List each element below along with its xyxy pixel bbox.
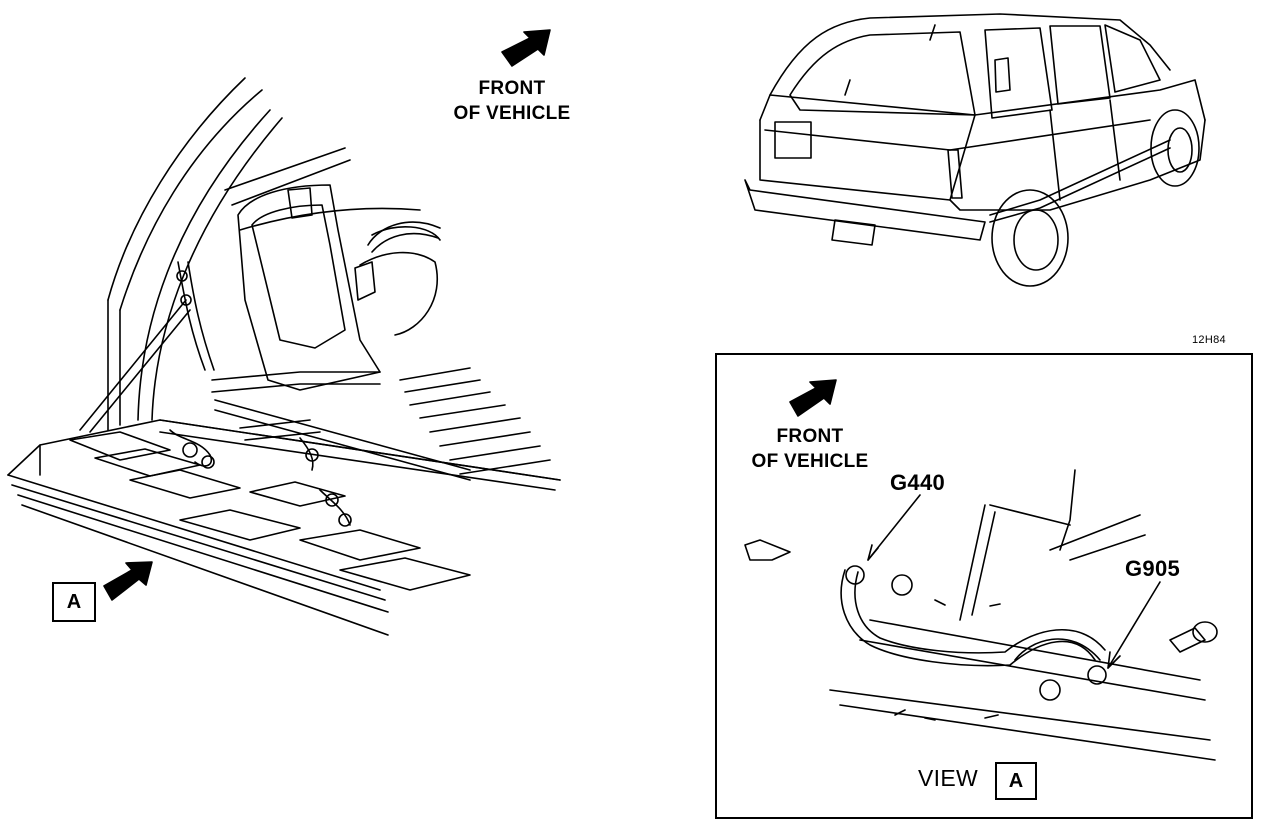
- view-a-arrow: [103, 561, 153, 601]
- ground-bolt: [1169, 627, 1206, 653]
- view-word: VIEW: [918, 765, 978, 791]
- cargo-area-drawing: [7, 77, 561, 636]
- ground-g440-label: G440: [890, 470, 946, 495]
- front-of-vehicle-label-main: FRONT OF VEHICLE: [440, 76, 584, 126]
- front-label-inset-line1: FRONT: [776, 426, 844, 447]
- view-a-caption-letter: A: [1008, 770, 1024, 792]
- figure-code: 12H84: [1192, 334, 1226, 346]
- view-a-caption-box: A: [995, 762, 1037, 800]
- retainer-clip: [744, 539, 791, 561]
- view-a-callout-letter: A: [66, 591, 82, 613]
- view-a-caption: VIEW: [918, 765, 978, 792]
- g905-leader: [1107, 581, 1161, 669]
- inset-drawing: [744, 379, 1218, 761]
- ground-g905-label: G905: [1125, 556, 1181, 581]
- front-label-inset-line2: OF VEHICLE: [751, 451, 869, 472]
- vehicle-drawing: [744, 13, 1206, 287]
- g440-terminal: [845, 565, 865, 585]
- front-label-line1: FRONT: [478, 78, 546, 99]
- front-of-vehicle-label-inset: FRONT OF VEHICLE: [738, 424, 882, 474]
- front-label-line2: OF VEHICLE: [453, 103, 571, 124]
- view-a-callout-box: A: [52, 582, 96, 622]
- front-arrow-inset: [789, 379, 837, 417]
- g905-terminal: [1087, 665, 1107, 685]
- view-a-inset-frame: [715, 353, 1253, 819]
- front-arrow-main: [501, 29, 551, 67]
